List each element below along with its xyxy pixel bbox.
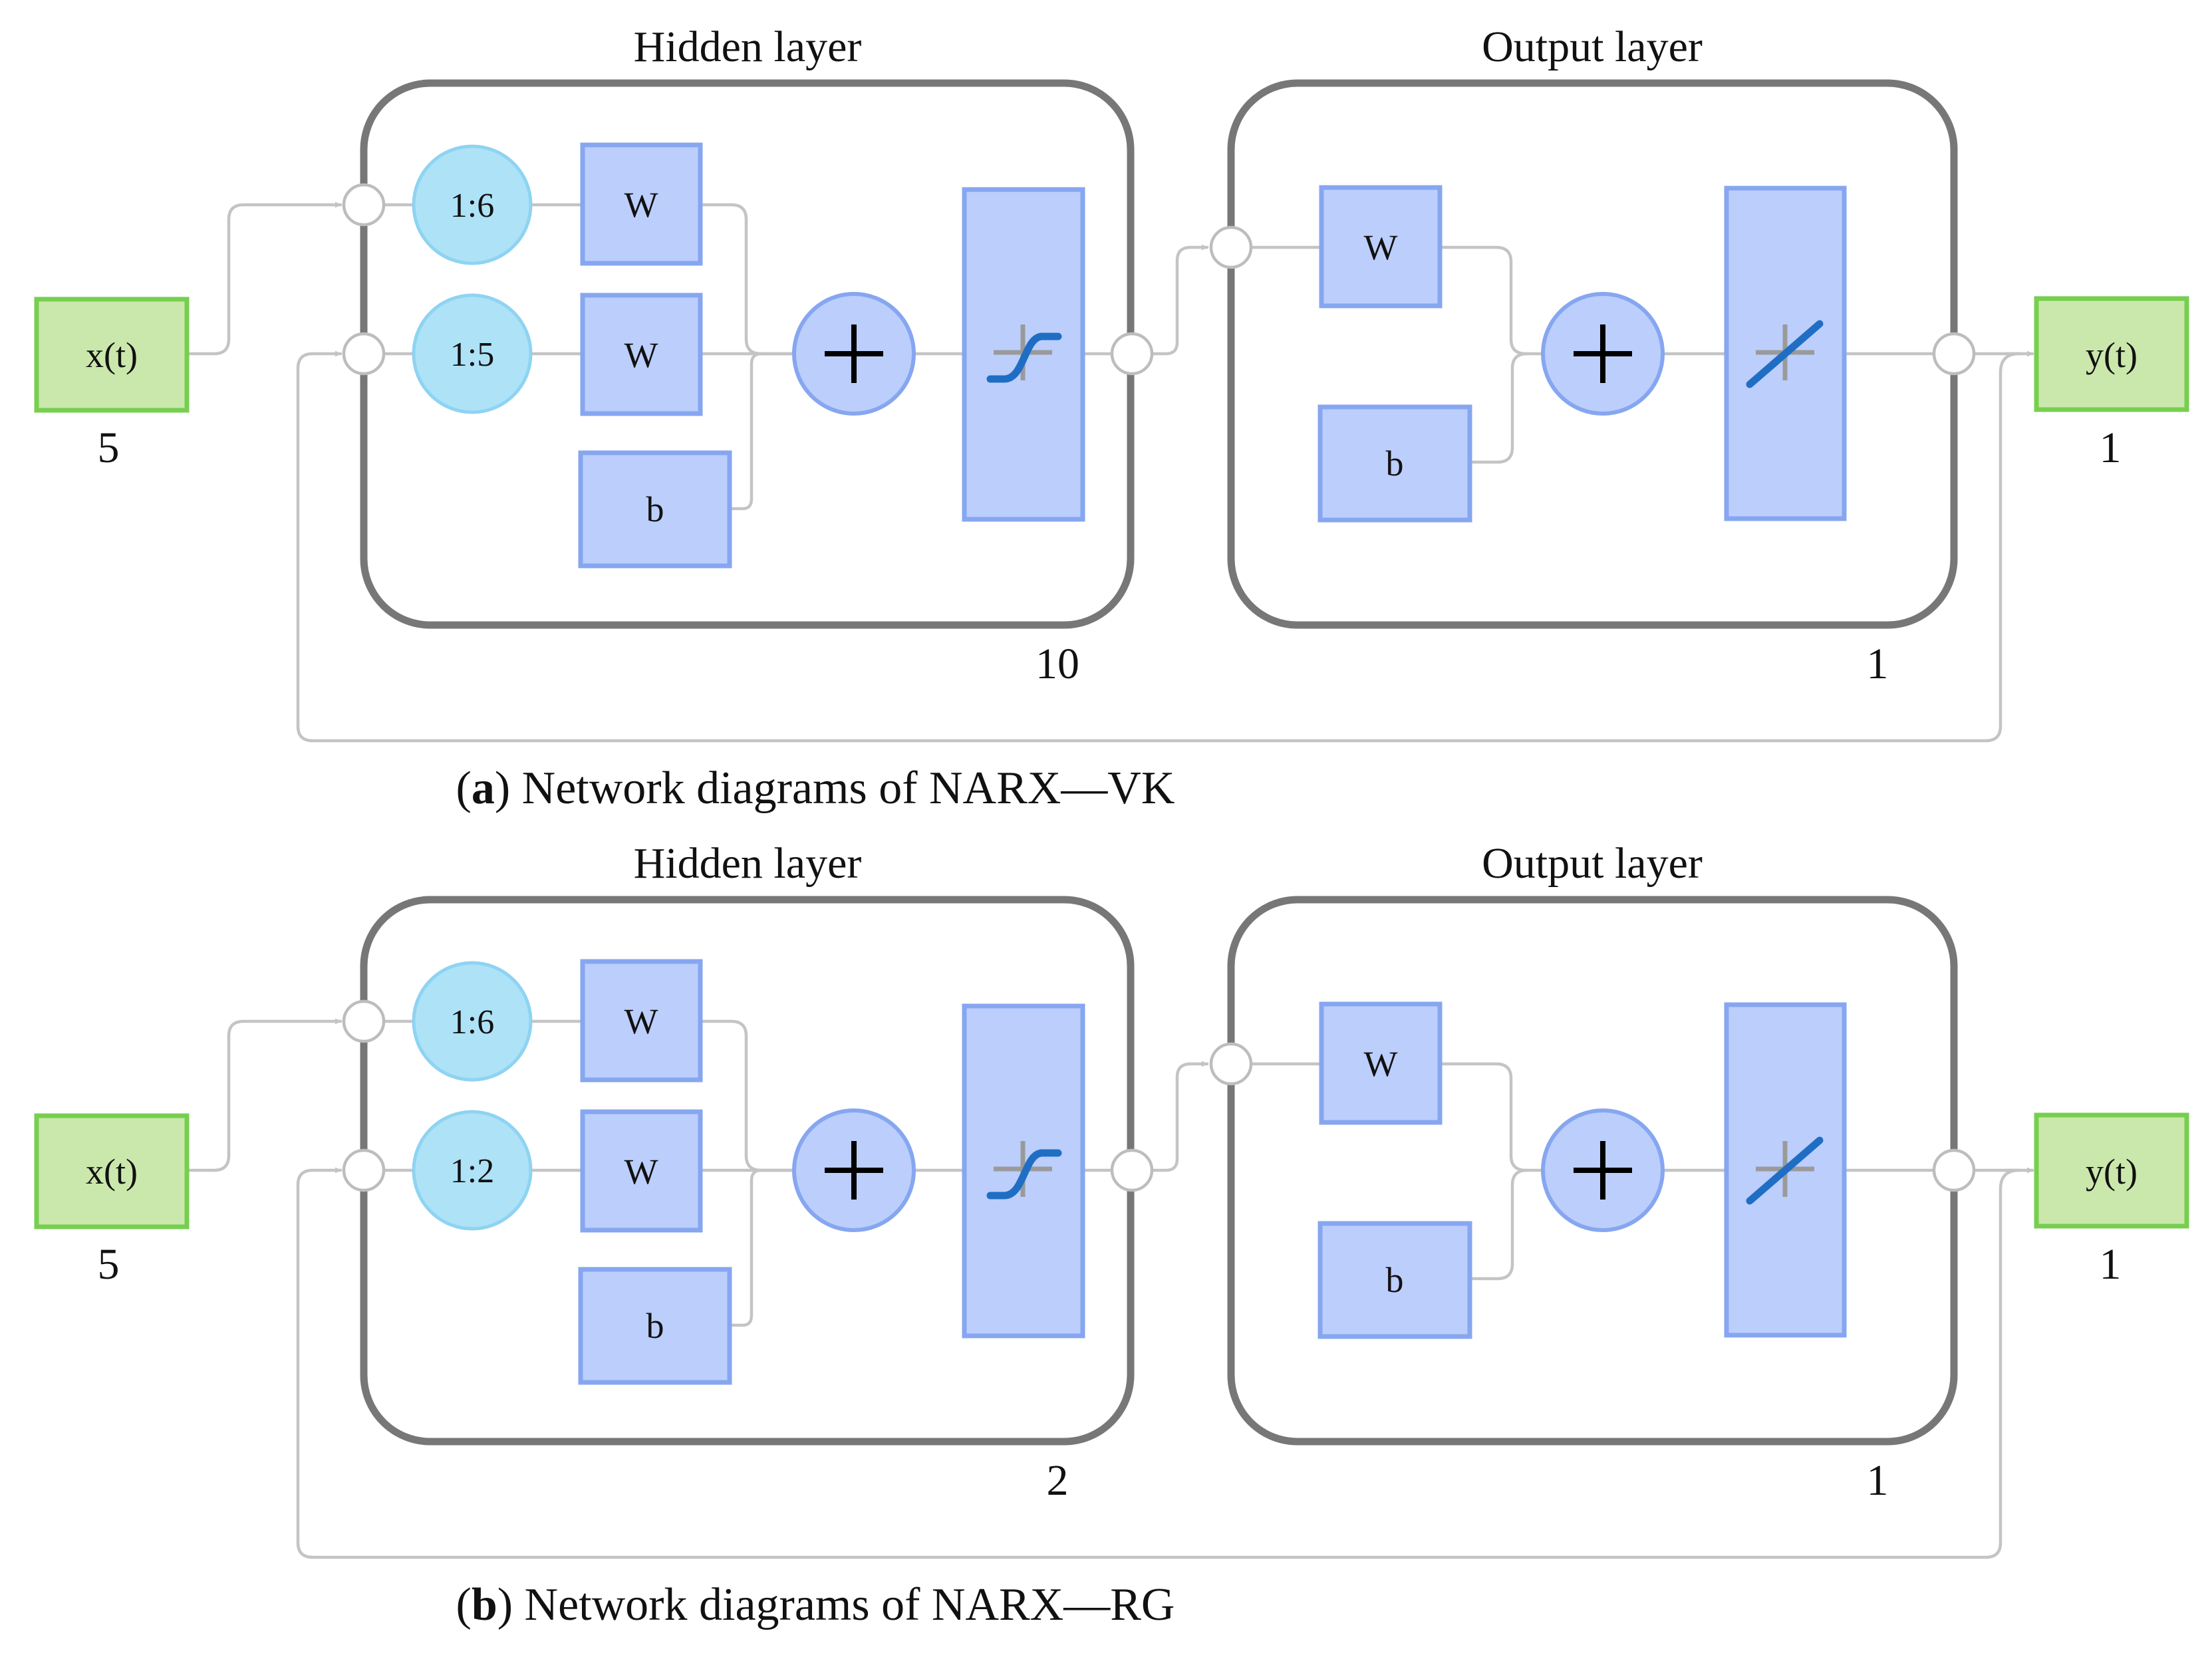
delay-1-label: 1:6	[450, 187, 494, 225]
output-layer-size: 1	[1867, 640, 1889, 688]
input-to-delay1-wire	[186, 1018, 343, 1172]
input-x-box	[34, 297, 190, 413]
panel-a: Hidden layer Output layer x(t) 5	[34, 23, 2189, 814]
weight-1-label: W	[624, 1001, 658, 1041]
output-bias-label: b	[1386, 1260, 1404, 1300]
tap-node-feedback	[342, 332, 386, 376]
ob-sum-wire	[1468, 352, 1529, 464]
tapped-delay-line-2	[412, 293, 533, 414]
w1-sum-wire	[698, 1019, 796, 1172]
tap-node-feedback	[342, 1148, 386, 1192]
tap-node-input	[342, 183, 386, 227]
output-layer-title: Output layer	[1482, 839, 1703, 888]
purelin-icon	[1746, 1136, 1824, 1205]
hidden-to-output-wire	[1151, 1061, 1209, 1172]
connections	[186, 1018, 2034, 1559]
purelin-icon	[1746, 320, 1824, 388]
tansig-icon	[986, 324, 1062, 383]
tapped-delay-line-2	[412, 1110, 533, 1231]
plus-icon	[825, 1141, 883, 1200]
ow-sum-wire	[1438, 245, 1545, 356]
caption-b-text: ) Network diagrams of NARX—RG	[497, 1579, 1175, 1630]
hidden-weight-2	[580, 293, 703, 416]
output-y-box	[2034, 296, 2189, 412]
ow-sum-wire	[1438, 1062, 1545, 1172]
output-weight-label: W	[1364, 227, 1398, 267]
input-x-box	[34, 1113, 190, 1229]
output-size: 1	[2100, 424, 2122, 472]
plus-icon	[1574, 1141, 1632, 1200]
output-layer-size: 1	[1867, 1456, 1889, 1505]
output-input-node	[1209, 225, 1253, 269]
output-bias-label: b	[1386, 444, 1404, 483]
tapped-delay-line-1	[412, 144, 533, 265]
delay-2-label: 1:5	[450, 336, 494, 374]
output-y-box	[2034, 1112, 2189, 1229]
output-layer-title: Output layer	[1482, 23, 1703, 71]
plus-icon	[825, 324, 883, 383]
output-size: 1	[2100, 1240, 2122, 1289]
output-bias	[1317, 404, 1472, 523]
panel-b: Hidden layer Output layer x(t) 5	[34, 839, 2189, 1630]
caption-a: (a) Network diagrams of NARX—VK	[456, 763, 1175, 814]
bias-label: b	[646, 1306, 664, 1346]
caption-b: (b) Network diagrams of NARX—RG	[456, 1579, 1175, 1630]
hidden-weight-2	[580, 1109, 703, 1233]
feedback-wire	[296, 1167, 2021, 1559]
delay-1-label: 1:6	[450, 1003, 494, 1041]
bias-label: b	[646, 489, 664, 529]
hidden-layer-size: 2	[1047, 1456, 1069, 1505]
w1-sum-wire	[698, 203, 796, 356]
output-bias	[1317, 1221, 1472, 1339]
hidden-bias	[578, 450, 732, 569]
weight-2-label: W	[624, 335, 658, 375]
output-label: y(t)	[2086, 335, 2138, 375]
input-size: 5	[98, 1240, 120, 1289]
ob-sum-wire	[1468, 1168, 1529, 1281]
plus-icon	[1574, 324, 1632, 383]
feedback-wire	[296, 350, 2021, 743]
tap-node-input	[342, 999, 386, 1043]
output-label: y(t)	[2086, 1152, 2138, 1192]
hidden-weight-1	[580, 959, 703, 1083]
caption-a-letter: a	[472, 763, 495, 814]
tansig-icon	[986, 1141, 1062, 1200]
weight-2-label: W	[624, 1152, 658, 1192]
input-label: x(t)	[86, 335, 138, 375]
hidden-output-node	[1110, 1148, 1154, 1192]
output-node	[1932, 332, 1976, 376]
output-weight-label: W	[1364, 1044, 1398, 1084]
output-node	[1932, 1148, 1976, 1192]
bias-sum-wire	[728, 1168, 763, 1327]
connections	[186, 201, 2034, 743]
input-label: x(t)	[86, 1152, 138, 1192]
hidden-layer-size: 10	[1036, 640, 1079, 688]
tapped-delay-line-1	[412, 961, 533, 1082]
output-weight	[1319, 1001, 1443, 1125]
output-weight	[1319, 185, 1443, 309]
bias-sum-wire	[728, 352, 763, 511]
input-to-delay1-wire	[186, 201, 343, 356]
hidden-layer-title: Hidden layer	[634, 839, 862, 888]
output-input-node	[1209, 1042, 1253, 1086]
caption-a-text: ) Network diagrams of NARX—VK	[495, 763, 1175, 814]
weight-1-label: W	[624, 185, 658, 225]
hidden-weight-1	[580, 142, 703, 266]
hidden-to-output-wire	[1151, 244, 1209, 356]
hidden-layer-title: Hidden layer	[634, 23, 862, 71]
hidden-bias	[578, 1267, 732, 1385]
caption-b-letter: b	[472, 1579, 497, 1630]
input-size: 5	[98, 424, 120, 472]
hidden-output-node	[1110, 332, 1154, 376]
delay-2-label: 1:2	[450, 1152, 494, 1190]
